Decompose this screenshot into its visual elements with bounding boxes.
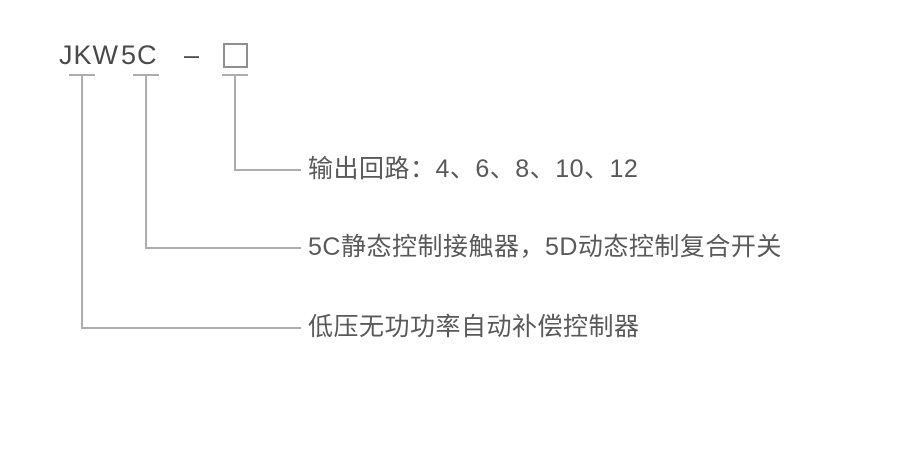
connector-cap-variant [133,74,159,76]
connector-line-series [81,76,301,329]
annotation-series-description: 低压无功功率自动补偿控制器 [308,313,640,341]
connector-cap-series [69,74,95,76]
annotation-output-circuits: 输出回路：4、6、8、10、12 [308,155,639,183]
model-series-text: JKW [59,40,119,70]
model-variant-text: 5C [121,40,158,70]
connector-cap-placeholder [222,74,248,76]
model-placeholder-box [223,43,248,68]
separator-dash: – [184,40,201,70]
connector-line-variant [145,76,301,249]
annotation-variant-description: 5C静态控制接触器，5D动态控制复合开关 [308,233,782,261]
connector-line-placeholder [234,76,301,171]
